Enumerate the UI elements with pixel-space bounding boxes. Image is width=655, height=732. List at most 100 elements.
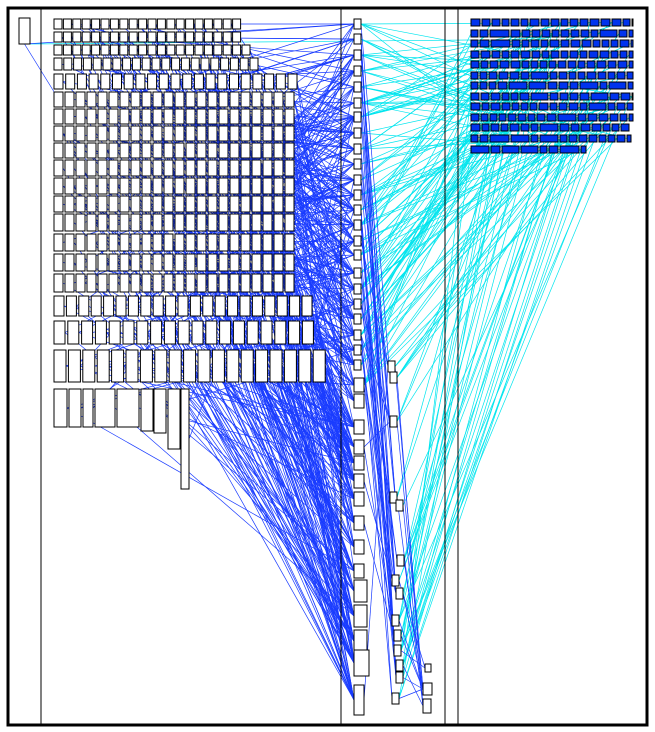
L1-node xyxy=(229,125,240,142)
L1-node xyxy=(91,31,101,43)
L6-node xyxy=(588,50,599,59)
secondary-edge xyxy=(360,149,550,242)
primary-edge xyxy=(402,665,424,707)
L6-node xyxy=(501,102,511,111)
L6-node xyxy=(619,50,628,59)
L6-node xyxy=(489,134,510,143)
L1-node xyxy=(193,73,204,90)
L6-node xyxy=(560,18,569,27)
L4-node xyxy=(422,698,432,714)
L1-node xyxy=(115,295,127,317)
L1-node xyxy=(218,233,229,252)
L1-node xyxy=(53,73,64,90)
L1-node xyxy=(251,108,262,125)
L1-node xyxy=(174,273,185,293)
L1-node xyxy=(163,213,174,232)
L1-node xyxy=(64,177,75,195)
L6-node xyxy=(599,29,618,38)
L6-node xyxy=(548,60,557,69)
L1-node xyxy=(75,273,86,293)
L1-node xyxy=(174,108,185,125)
L1-node xyxy=(138,44,148,56)
L6-node xyxy=(489,113,498,122)
L6-node xyxy=(470,92,480,101)
L1-node xyxy=(203,18,213,30)
L6-node xyxy=(631,18,634,27)
L1-node xyxy=(264,295,276,317)
L1-node xyxy=(260,320,273,345)
L6-node xyxy=(579,18,589,27)
L6-node xyxy=(531,29,541,38)
L1-node xyxy=(174,195,185,213)
L6-node xyxy=(511,39,521,48)
secondary-edge xyxy=(360,85,472,118)
L1-node xyxy=(152,108,163,125)
secondary-edge xyxy=(398,138,590,699)
L1-node xyxy=(152,253,163,272)
L1-node xyxy=(53,213,64,232)
L6-node xyxy=(531,50,541,59)
L6-node xyxy=(488,81,497,90)
L6-node xyxy=(530,134,539,143)
L6-node xyxy=(479,134,489,143)
L6-node xyxy=(530,92,549,101)
primary-edge xyxy=(400,635,424,690)
L1-node xyxy=(53,31,63,43)
L1-node xyxy=(128,18,138,30)
primary-edge xyxy=(80,365,355,500)
L0-node xyxy=(18,17,31,45)
L1-node xyxy=(122,320,135,345)
L6-node xyxy=(481,18,491,27)
L1-node xyxy=(196,177,207,195)
L6-node xyxy=(491,18,501,27)
L1-node xyxy=(289,295,301,317)
L1-node xyxy=(75,213,86,232)
L6-node xyxy=(501,92,510,101)
L1-node xyxy=(262,233,273,252)
L1-node xyxy=(119,142,130,159)
L1-node xyxy=(174,177,185,195)
L1-node xyxy=(64,91,75,108)
L1-node xyxy=(156,44,166,56)
L2-node xyxy=(353,473,365,489)
L1-node xyxy=(67,320,80,345)
L1-node xyxy=(284,253,295,272)
L6-node xyxy=(610,50,619,59)
primary-edge xyxy=(76,305,355,548)
L1-node xyxy=(97,177,108,195)
primary-edge xyxy=(360,224,395,651)
L6-node xyxy=(590,29,599,38)
L6-node xyxy=(539,145,548,154)
L6-node xyxy=(479,81,488,90)
L6-node xyxy=(626,134,632,143)
L1-node xyxy=(53,108,64,125)
L6-node xyxy=(586,71,597,80)
L1-node xyxy=(108,177,119,195)
L6-node xyxy=(510,134,530,143)
L1-node xyxy=(239,57,249,71)
L6-node xyxy=(569,50,579,59)
L2-node xyxy=(353,604,368,628)
L1-node xyxy=(166,18,176,30)
L1-node xyxy=(252,73,263,90)
L1-node xyxy=(166,31,176,43)
L1-node xyxy=(218,125,229,142)
L6-node xyxy=(607,60,617,69)
L6-node xyxy=(530,39,540,48)
L1-node xyxy=(112,57,122,71)
primary-edge xyxy=(363,446,393,621)
L1-node xyxy=(53,91,64,108)
L6-node xyxy=(622,18,631,27)
L1-node xyxy=(86,195,97,213)
L6-node xyxy=(479,39,490,48)
L1-node xyxy=(75,253,86,272)
L1-node xyxy=(64,253,75,272)
L1-node xyxy=(276,295,288,317)
L2-node xyxy=(353,249,362,261)
L1-node xyxy=(189,295,201,317)
L1-node xyxy=(94,388,116,428)
L1-node xyxy=(273,213,284,232)
L1-node xyxy=(251,159,262,177)
L1-node xyxy=(222,44,232,56)
L1-node xyxy=(196,91,207,108)
